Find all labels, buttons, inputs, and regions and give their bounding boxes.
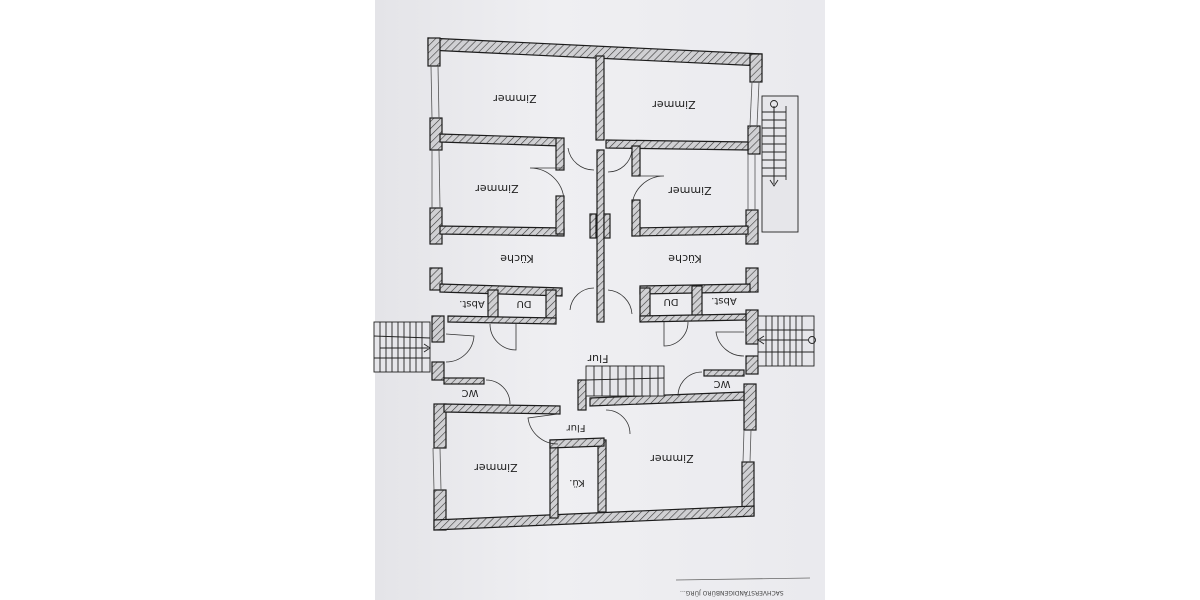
wall-left-1 <box>427 37 441 67</box>
windows <box>430 65 760 491</box>
wall-left-4 <box>429 267 443 291</box>
wall-stub-tl <box>555 137 565 171</box>
label-zimmer-mid-left: Zimmer <box>475 182 519 195</box>
wall-bath-left-div1 <box>487 289 499 321</box>
label-ku: Kü. <box>569 477 585 488</box>
label-flur-main: Flur <box>587 352 608 365</box>
wall-ku-top <box>549 437 605 449</box>
wall-left-5 <box>431 315 445 343</box>
wall-wc-left <box>443 377 485 385</box>
stair-right <box>757 315 816 367</box>
label-du-right: DU <box>663 296 678 307</box>
wall-ku-right <box>597 439 607 513</box>
wall-lower-right <box>589 391 745 407</box>
plan-caption: SACHVERSTÄNDIGENBÜRO JÜRG... <box>680 589 784 596</box>
wall-right-6 <box>745 355 759 375</box>
pillar-left <box>589 213 597 239</box>
stairs <box>373 95 816 397</box>
pillar-right <box>603 213 611 239</box>
label-zimmer-bottom-right: Zimmer <box>650 452 694 465</box>
doors <box>445 147 745 445</box>
wall-stub-ml <box>555 195 565 235</box>
wall-left-6 <box>431 361 445 381</box>
label-kueche-right: Küche <box>668 252 702 265</box>
wall-bath-right-bot <box>639 313 747 323</box>
stair-top-right <box>761 95 799 233</box>
walls <box>427 37 763 531</box>
label-zimmer-top-left: Zimmer <box>493 92 537 105</box>
label-zimmer-bottom-left: Zimmer <box>474 461 518 474</box>
wall-bath-left-div2 <box>545 289 557 321</box>
wall-bath-right-div2 <box>691 285 703 319</box>
label-du-left: DU <box>516 298 531 309</box>
wall-right-2 <box>747 125 761 155</box>
wall-cross-tl <box>439 133 561 147</box>
wall-stub-tr <box>631 145 641 177</box>
wall-bottom <box>433 505 755 531</box>
wall-center-upper <box>595 55 605 141</box>
stair-interior <box>585 365 665 397</box>
wall-cross-mr <box>631 225 749 237</box>
wall-cross-ml <box>439 225 565 237</box>
label-zimmer-mid-right: Zimmer <box>668 184 712 197</box>
label-wc-left: WC <box>462 387 479 398</box>
wall-cross-tr <box>605 139 749 151</box>
wall-center-lower <box>596 149 605 323</box>
room-labels: Zimmer Zimmer Zimmer Zimmer Küche Küche … <box>459 92 737 488</box>
label-zimmer-top-right: Zimmer <box>652 98 696 111</box>
label-wc-right: WC <box>714 378 731 389</box>
wall-right-7 <box>743 383 757 431</box>
wall-bath-left-top <box>439 283 563 297</box>
wall-lower-left <box>443 403 561 415</box>
wall-bath-right-div1 <box>639 287 651 321</box>
caption-rule <box>675 577 811 581</box>
wall-top <box>427 37 763 67</box>
wall-bath-left-bot <box>447 315 557 325</box>
stair-left <box>373 321 431 373</box>
wall-right-5 <box>745 309 759 345</box>
label-kueche-left: Küche <box>500 252 534 265</box>
label-abst-right: Abst. <box>711 295 737 306</box>
wall-right-1 <box>749 53 763 83</box>
label-flur-small: Flur <box>566 422 586 433</box>
wall-wc-right <box>703 369 745 377</box>
wall-ku-left <box>549 439 559 519</box>
wall-stair-left <box>577 379 587 411</box>
label-abst-left: Abst. <box>459 298 485 309</box>
wall-stub-mr <box>631 199 641 237</box>
